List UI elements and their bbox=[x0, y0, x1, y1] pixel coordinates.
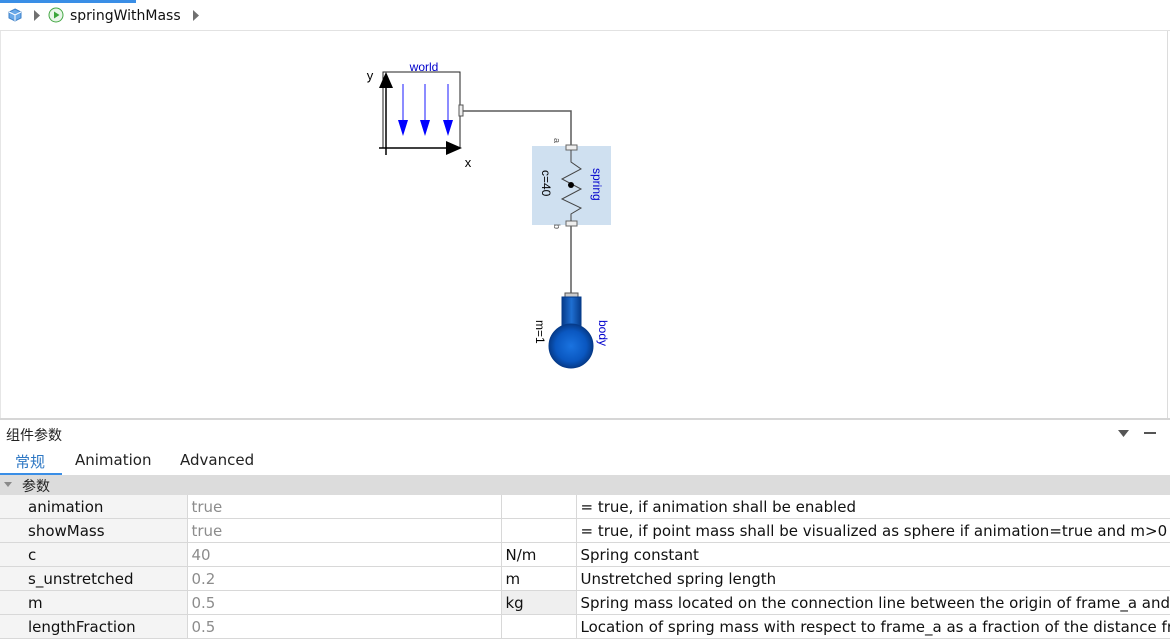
table-row[interactable]: m 0.5 kg Spring mass located on the conn… bbox=[0, 590, 1170, 615]
param-unit-selector[interactable]: kg bbox=[501, 590, 577, 615]
param-name: s_unstretched bbox=[0, 566, 188, 591]
param-value-field[interactable]: true bbox=[187, 518, 502, 543]
active-tab-underline bbox=[0, 473, 62, 475]
world-label: world bbox=[409, 60, 439, 74]
spring-label: spring bbox=[590, 168, 604, 201]
table-row[interactable]: animation true = true, if animation shal… bbox=[0, 495, 1170, 519]
body-label: body bbox=[596, 320, 610, 346]
tab-advanced[interactable]: Advanced bbox=[180, 451, 255, 469]
param-unit[interactable]: N/m bbox=[501, 542, 577, 567]
param-description: Unstretched spring length bbox=[576, 566, 1170, 591]
param-unit[interactable] bbox=[501, 614, 577, 639]
connection-world-spring[interactable] bbox=[463, 110, 572, 146]
parameter-group-header[interactable]: 参数 bbox=[0, 475, 1170, 495]
panel-title: 组件参数 bbox=[6, 428, 62, 444]
param-description: Location of spring mass with respect to … bbox=[576, 614, 1170, 639]
param-name: lengthFraction bbox=[0, 614, 188, 639]
world-frame-port[interactable] bbox=[458, 104, 464, 117]
parameters-table: animation true = true, if animation shal… bbox=[0, 495, 1170, 639]
param-description: = true, if animation shall be enabled bbox=[576, 495, 1170, 519]
chevron-right-icon[interactable] bbox=[192, 10, 200, 21]
breadcrumb-model-name[interactable]: springWithMass bbox=[70, 8, 181, 24]
table-row[interactable]: s_unstretched 0.2 m Unstretched spring l… bbox=[0, 566, 1170, 591]
active-tab-indicator bbox=[0, 0, 136, 3]
param-value-field[interactable]: 40 bbox=[187, 542, 502, 567]
spring-port-b-label: b bbox=[552, 224, 562, 229]
gravity-arrows bbox=[398, 84, 453, 136]
spring-port-a[interactable] bbox=[565, 144, 578, 151]
world-component[interactable]: world y x bbox=[367, 60, 472, 170]
param-value-field[interactable]: 0.5 bbox=[187, 590, 502, 615]
body-param-label: m=1 bbox=[533, 320, 547, 344]
play-icon[interactable] bbox=[48, 7, 64, 23]
collapse-triangle-icon[interactable] bbox=[4, 482, 12, 487]
param-unit[interactable] bbox=[501, 518, 577, 543]
table-row[interactable]: c 40 N/m Spring constant bbox=[0, 542, 1170, 567]
chevron-right-icon[interactable] bbox=[33, 10, 41, 21]
param-name: showMass bbox=[0, 518, 188, 543]
panel-menu-dropdown-icon[interactable] bbox=[1118, 430, 1129, 437]
param-name: animation bbox=[0, 495, 188, 519]
param-description: Spring mass located on the connection li… bbox=[576, 590, 1170, 615]
param-value-field[interactable]: true bbox=[187, 495, 502, 519]
model-tab-bar: springWithMass bbox=[0, 0, 1170, 31]
param-unit[interactable]: m bbox=[501, 566, 577, 591]
body-component[interactable]: body m=1 bbox=[533, 292, 610, 369]
param-unit[interactable] bbox=[501, 495, 577, 519]
model-diagram[interactable]: world y x spring c=40 a b body m=1 bbox=[1, 31, 1167, 418]
param-description: Spring constant bbox=[576, 542, 1170, 567]
param-value-field[interactable]: 0.5 bbox=[187, 614, 502, 639]
param-name: m bbox=[0, 590, 188, 615]
param-description: = true, if point mass shall be visualize… bbox=[576, 518, 1170, 543]
table-row[interactable]: showMass true = true, if point mass shal… bbox=[0, 518, 1170, 543]
param-value-field[interactable]: 0.2 bbox=[187, 566, 502, 591]
table-row[interactable]: lengthFraction 0.5 Location of spring ma… bbox=[0, 614, 1170, 639]
component-parameters-panel: 组件参数 常规 Animation Advanced 参数 animation … bbox=[0, 420, 1170, 640]
diagram-canvas[interactable]: world y x spring c=40 a b body m=1 bbox=[0, 31, 1168, 418]
tab-animation[interactable]: Animation bbox=[75, 451, 152, 469]
package-icon[interactable] bbox=[8, 8, 22, 22]
parameter-group-label: 参数 bbox=[22, 479, 50, 495]
spring-component[interactable]: spring c=40 a b bbox=[532, 138, 611, 229]
param-name: c bbox=[0, 542, 188, 567]
minimize-icon[interactable] bbox=[1144, 432, 1156, 434]
panel-splitter[interactable] bbox=[0, 418, 1170, 420]
tab-general[interactable]: 常规 bbox=[15, 453, 46, 471]
world-axis-x-label: x bbox=[465, 155, 472, 170]
spring-param-label: c=40 bbox=[539, 170, 553, 197]
spring-port-a-label: a bbox=[552, 138, 562, 143]
spring-port-b[interactable] bbox=[565, 220, 578, 227]
world-axis-y-label: y bbox=[367, 68, 374, 83]
